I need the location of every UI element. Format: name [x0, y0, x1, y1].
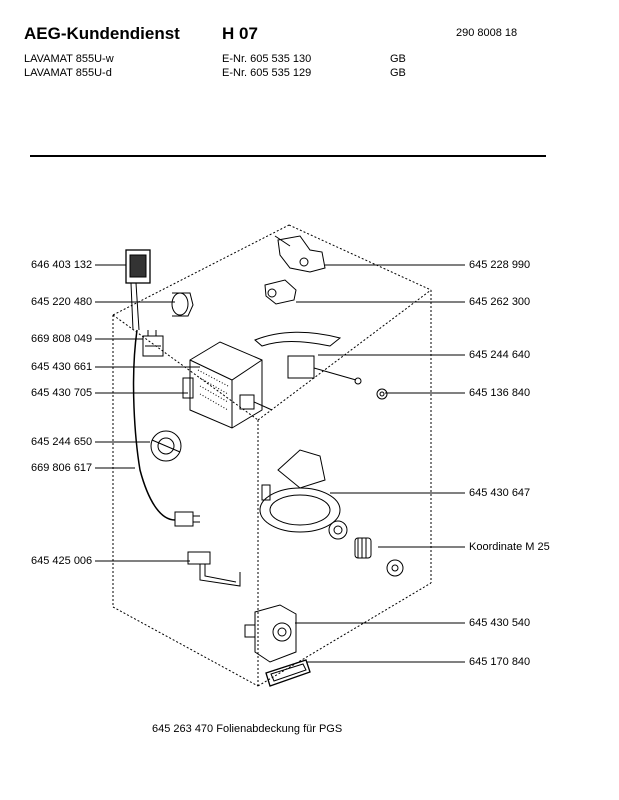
part-label-right-1: 645 228 990 — [469, 259, 531, 271]
model-lang-1: GB — [390, 53, 406, 65]
part-terminal-block — [142, 330, 164, 357]
part-label-right-4: 645 136 840 — [469, 387, 531, 399]
part-drain-pump — [259, 449, 348, 540]
header-divider — [30, 155, 546, 157]
part-label-left-7: 669 806 617 — [31, 462, 93, 474]
part-programmer — [182, 341, 273, 429]
cabinet-outline — [112, 224, 432, 687]
part-label-left-8: 645 425 006 — [31, 555, 93, 567]
part-grommet — [376, 388, 388, 400]
part-label-right-5: 645 430 647 — [469, 487, 531, 499]
part-heating-element — [187, 551, 241, 587]
part-cover-strip — [265, 659, 311, 687]
part-label-left-3: 669 808 049 — [31, 333, 93, 345]
section-code: H 07 — [222, 24, 258, 43]
model-enr-2: E-Nr. 605 535 129 — [222, 67, 312, 79]
model-name-2: LAVAMAT 855U-d — [24, 67, 112, 79]
part-label-left-4: 645 430 661 — [31, 361, 93, 373]
model-lang-2: GB — [390, 67, 406, 79]
part-label-right-6: Koordinate M 25 — [469, 541, 550, 553]
part-label-right-7: 645 430 540 — [469, 617, 531, 629]
leader-lines-right — [295, 264, 465, 663]
document-number: 290 8008 18 — [456, 27, 518, 39]
footer-note: 645 263 470 Folienabdeckung für PGS — [152, 723, 343, 735]
part-label-left-2: 645 220 480 — [31, 296, 93, 308]
part-label-right-3: 645 244 640 — [469, 349, 531, 361]
brand-title: AEG-Kundendienst — [24, 24, 180, 43]
model-enr-1: E-Nr. 605 535 130 — [222, 53, 312, 65]
part-label-left-1: 646 403 132 — [31, 259, 93, 271]
part-motor-controller — [244, 604, 297, 663]
part-plug — [174, 511, 200, 527]
part-water-valve — [264, 279, 297, 305]
part-wire-harness — [132, 329, 176, 521]
part-rotary-switch — [150, 430, 182, 462]
leader-lines-left — [95, 264, 200, 562]
part-rocker-switch — [125, 249, 151, 331]
part-label-left-6: 645 244 650 — [31, 436, 93, 448]
part-heater-thermostat — [254, 331, 362, 385]
part-m25-fitting — [354, 537, 404, 577]
model-name-1: LAVAMAT 855U-w — [24, 53, 114, 65]
part-pressure-switch — [274, 235, 326, 273]
part-label-right-8: 645 170 840 — [469, 656, 531, 668]
part-capacitor — [171, 292, 194, 317]
part-label-left-5: 645 430 705 — [31, 387, 93, 399]
part-label-right-2: 645 262 300 — [469, 296, 531, 308]
